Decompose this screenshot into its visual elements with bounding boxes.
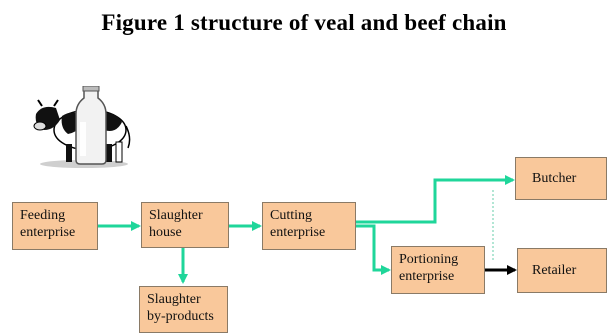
node-retailer-label: Retailer [532,263,577,278]
node-slaughter-byproducts: Slaughter by-products [139,286,228,333]
arrow-cutting-to-butcher [356,175,515,224]
node-slaughter-house: Slaughter house [141,202,229,248]
node-cutting-line-2: enterprise [270,225,326,240]
node-butcher: Butcher [515,157,607,200]
node-butcher-label: Butcher [532,171,577,186]
node-portioning-line-1: Portioning [399,252,459,267]
node-byproducts-line-1: Slaughter [147,292,201,307]
node-portioning-line-2: enterprise [399,269,455,284]
node-feeding-enterprise: Feeding enterprise [12,202,98,250]
node-feeding-line-2: enterprise [20,225,76,240]
node-cutting-enterprise: Cutting enterprise [262,202,356,250]
node-feeding-line-1: Feeding [20,208,66,223]
arrow-cutting-to-portioning [356,224,391,275]
node-slaughter-house-line-1: Slaughter [149,208,203,223]
node-byproducts-line-2: by-products [147,309,214,324]
node-slaughter-house-line-2: house [149,225,182,240]
node-portioning-enterprise: Portioning enterprise [391,246,485,294]
cow-with-milk-bottle-icon [33,86,131,168]
figure-title: Figure 1 structure of veal and beef chai… [101,10,507,35]
node-cutting-line-1: Cutting [270,208,313,223]
node-retailer: Retailer [517,248,607,293]
